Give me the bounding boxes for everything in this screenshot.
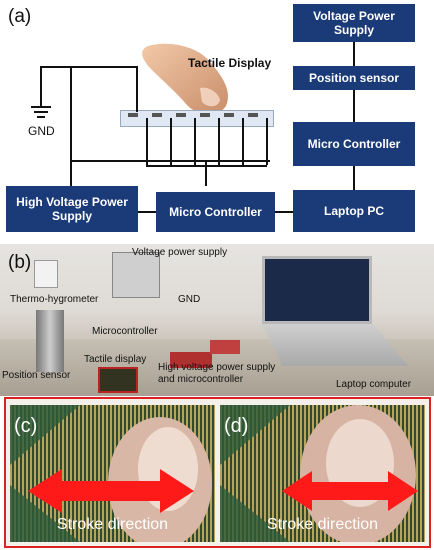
panel-d-photo: (d) Stroke direction: [220, 405, 425, 542]
panel-c-caption: Stroke direction: [56, 516, 169, 533]
wire: [353, 90, 355, 122]
laptop-keyboard: [262, 324, 408, 366]
panel-c-overlay: [10, 405, 212, 542]
panel-cd-frame: (c) Stroke direction (d) Stroke directio…: [4, 397, 431, 548]
wire: [205, 160, 207, 186]
wire: [170, 118, 172, 165]
annotation-gnd: GND: [178, 294, 201, 305]
panel-d-label: (d): [224, 415, 249, 437]
electrode: [176, 113, 186, 117]
tactile-display-label: Tactile Display: [188, 56, 272, 70]
annotation-hv-power-supply-line2: and microcontroller: [158, 374, 244, 385]
annotation-thermo-hygrometer: Thermo-hygrometer: [10, 294, 99, 305]
ground-symbol: [31, 106, 51, 108]
ground-symbol: [37, 116, 45, 118]
hv-board-photo: [170, 352, 212, 368]
voltage-power-supply-box: Voltage Power Supply: [293, 4, 415, 42]
annotation-microcontroller: Microcontroller: [92, 326, 158, 337]
wire: [353, 166, 355, 190]
microcontroller-board-photo: [210, 340, 240, 354]
electrode: [224, 113, 234, 117]
finger-illustration: [142, 43, 229, 115]
micro-controller-box-bottom: Micro Controller: [156, 192, 275, 232]
stroke-arrow-d: [282, 471, 418, 511]
wire: [353, 42, 355, 66]
electrode: [152, 113, 162, 117]
electrode: [128, 113, 138, 117]
electrode: [200, 113, 210, 117]
laptop-screen: [262, 256, 372, 324]
wire: [136, 66, 138, 112]
wire: [266, 118, 268, 165]
panel-a-label: (a): [8, 6, 32, 27]
wire: [218, 118, 220, 165]
panel-a-schematic: (a) Tactile Display GND: [0, 0, 434, 243]
wire: [138, 211, 156, 213]
annotation-tactile-display: Tactile display: [84, 354, 147, 365]
annotation-voltage-power-supply: Voltage power supply: [132, 247, 228, 258]
panel-b-photo: (b) Voltage power supply Thermo-hygromet…: [0, 244, 434, 396]
position-sensor-box: Position sensor: [293, 66, 415, 90]
annotation-position-sensor: Position sensor: [2, 370, 71, 381]
wire: [194, 118, 196, 165]
panel-c-photo: (c) Stroke direction: [10, 405, 215, 542]
high-voltage-power-supply-box: High Voltage Power Supply: [6, 186, 138, 232]
wire: [40, 66, 42, 106]
position-sensor-rail: [36, 310, 64, 372]
annotation-hv-power-supply: High voltage power supply: [158, 362, 276, 373]
panel-b-label: (b): [8, 252, 32, 273]
panel-d-caption: Stroke direction: [266, 516, 379, 533]
wire: [242, 118, 244, 165]
ground-symbol: [34, 111, 48, 113]
laptop-pc-box: Laptop PC: [293, 190, 415, 232]
micro-controller-box-right: Micro Controller: [293, 122, 415, 166]
wire: [40, 66, 138, 68]
power-supply-unit: [112, 252, 160, 298]
gnd-label: GND: [28, 124, 55, 138]
panel-c-label: (c): [14, 415, 38, 437]
wire: [146, 118, 148, 165]
annotation-laptop-computer: Laptop computer: [336, 379, 412, 390]
thermo-hygrometer-device: [34, 260, 58, 288]
wire: [146, 165, 267, 167]
electrode: [248, 113, 258, 117]
panel-d-overlay: [220, 405, 418, 542]
tactile-display-photo: [98, 367, 138, 393]
wire: [70, 66, 72, 186]
stroke-arrow-c: [28, 469, 194, 513]
wire: [275, 211, 293, 213]
